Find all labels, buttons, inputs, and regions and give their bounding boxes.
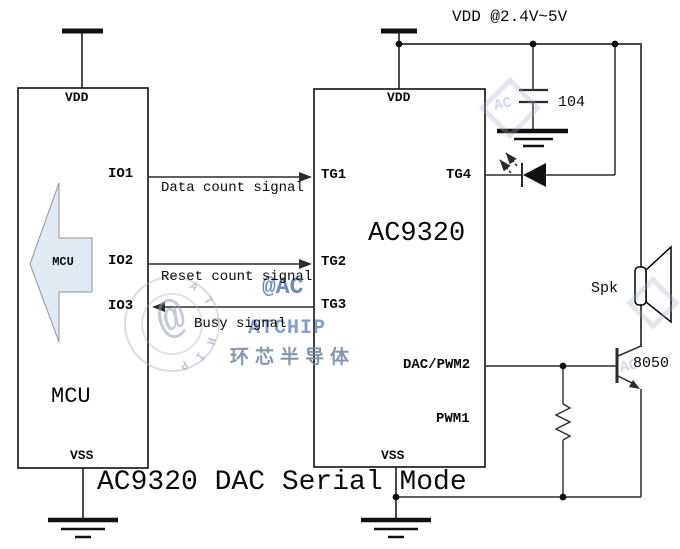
signal-wire-tg3-io3 [152, 302, 314, 312]
speaker-label: Spk [591, 280, 619, 297]
junction-dots [392, 40, 619, 501]
ac9320-pin-tg3: TG3 [321, 297, 347, 313]
mcu-left-arrow-shape [29, 182, 93, 343]
signal-wire-io2-tg2 [148, 259, 312, 269]
capacitor-ground-symbol [497, 128, 568, 148]
mcu-pin-vdd: VDD [65, 90, 89, 105]
ac9320-pin-pwm1: PWM1 [436, 411, 470, 427]
ac9320-pin-vss: VSS [381, 448, 405, 463]
transistor-label: 8050 [633, 355, 670, 372]
reset-count-signal-label: Reset count signal [161, 269, 313, 285]
signal-wire-io1-tg1 [148, 172, 312, 182]
capacitor-value-label: 104 [558, 94, 586, 111]
ac9320-box-outline [313, 88, 486, 468]
mcu-arrow-label: MCU [52, 255, 74, 269]
ac9320-pin-tg2: TG2 [321, 254, 347, 270]
busy-signal-label: Busy signal [194, 316, 287, 332]
mcu-pin-io2: IO2 [108, 253, 134, 269]
ac9320-pin-dac-pwm2: DAC/PWM2 [403, 357, 471, 373]
vdd-range-label: VDD @2.4V~5V [452, 8, 568, 26]
ac9320-block-name: AC9320 [368, 219, 466, 249]
diagram-title: AC9320 DAC Serial Mode [97, 467, 467, 498]
capacitor [519, 44, 548, 130]
speaker-symbol [634, 245, 672, 324]
resistor [554, 366, 572, 497]
mcu-pin-io3: IO3 [108, 298, 134, 314]
mcu-pin-vss: VSS [70, 448, 94, 463]
mcu-vdd-power-symbol [62, 28, 103, 88]
transistor [615, 345, 642, 497]
data-count-signal-label: Data count signal [161, 180, 304, 196]
ac9320-ground-symbol [361, 467, 431, 539]
mcu-ground-symbol [48, 468, 118, 539]
ac9320-pin-tg1: TG1 [321, 167, 347, 183]
ac9320-pin-vdd: VDD [387, 90, 411, 105]
mcu-block-name: MCU [51, 384, 91, 409]
led [485, 44, 616, 187]
ac9320-pin-tg4: TG4 [446, 167, 472, 183]
mcu-pin-io1: IO1 [108, 166, 134, 182]
